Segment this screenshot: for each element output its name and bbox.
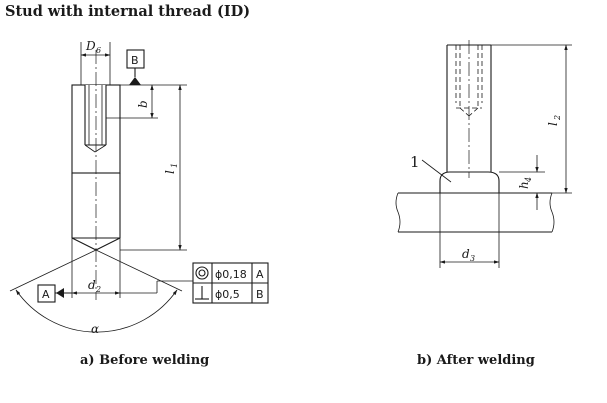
svg-text:4: 4 xyxy=(524,177,533,183)
label-b: b xyxy=(136,100,150,108)
dimension-l2: l 2 xyxy=(491,44,572,194)
page-title: Stud with internal thread (ID) xyxy=(5,3,251,20)
caption-before-welding: a) Before welding xyxy=(80,353,210,368)
concentricity-icon xyxy=(195,266,209,280)
weld-collar xyxy=(439,171,500,194)
label-l1: l xyxy=(163,170,177,174)
tolerance-frame: ϕ0,18 A ϕ0,5 B xyxy=(120,262,269,304)
stud-before-welding xyxy=(9,50,183,333)
dimension-h4: h 4 xyxy=(499,155,545,210)
label-l2: l xyxy=(546,122,560,126)
dimension-l1: l 1 xyxy=(120,84,187,251)
label-alpha: α xyxy=(91,322,99,336)
label-d6: D xyxy=(85,39,96,53)
dimension-d2: d 2 xyxy=(71,238,121,298)
label-h4: h xyxy=(517,181,531,189)
label-d3: d xyxy=(462,247,470,261)
svg-text:1: 1 xyxy=(170,163,179,168)
svg-text:A: A xyxy=(42,288,50,301)
callout-1: 1 xyxy=(410,153,452,183)
svg-text:2: 2 xyxy=(553,115,562,121)
perpendicularity-icon xyxy=(195,286,209,300)
svg-text:3: 3 xyxy=(470,254,475,263)
dimension-b: b xyxy=(106,84,158,119)
label-d2: d xyxy=(88,278,96,292)
dimension-d6: D 6 xyxy=(80,39,111,85)
datum-a-symbol: A xyxy=(37,284,72,303)
dimension-d3: d 3 xyxy=(439,193,500,268)
svg-text:B: B xyxy=(131,54,139,67)
label-item-1: 1 xyxy=(410,153,420,171)
svg-text:2: 2 xyxy=(95,285,101,294)
tolerance-datum-1: A xyxy=(256,268,264,281)
svg-text:6: 6 xyxy=(96,46,101,55)
tolerance-datum-2: B xyxy=(256,288,264,301)
datum-b-symbol: B xyxy=(120,49,187,86)
tolerance-value-2: ϕ0,5 xyxy=(215,288,240,301)
tolerance-value-1: ϕ0,18 xyxy=(215,268,247,281)
caption-after-welding: b) After welding xyxy=(417,353,535,368)
stud-after-welding xyxy=(395,40,555,233)
